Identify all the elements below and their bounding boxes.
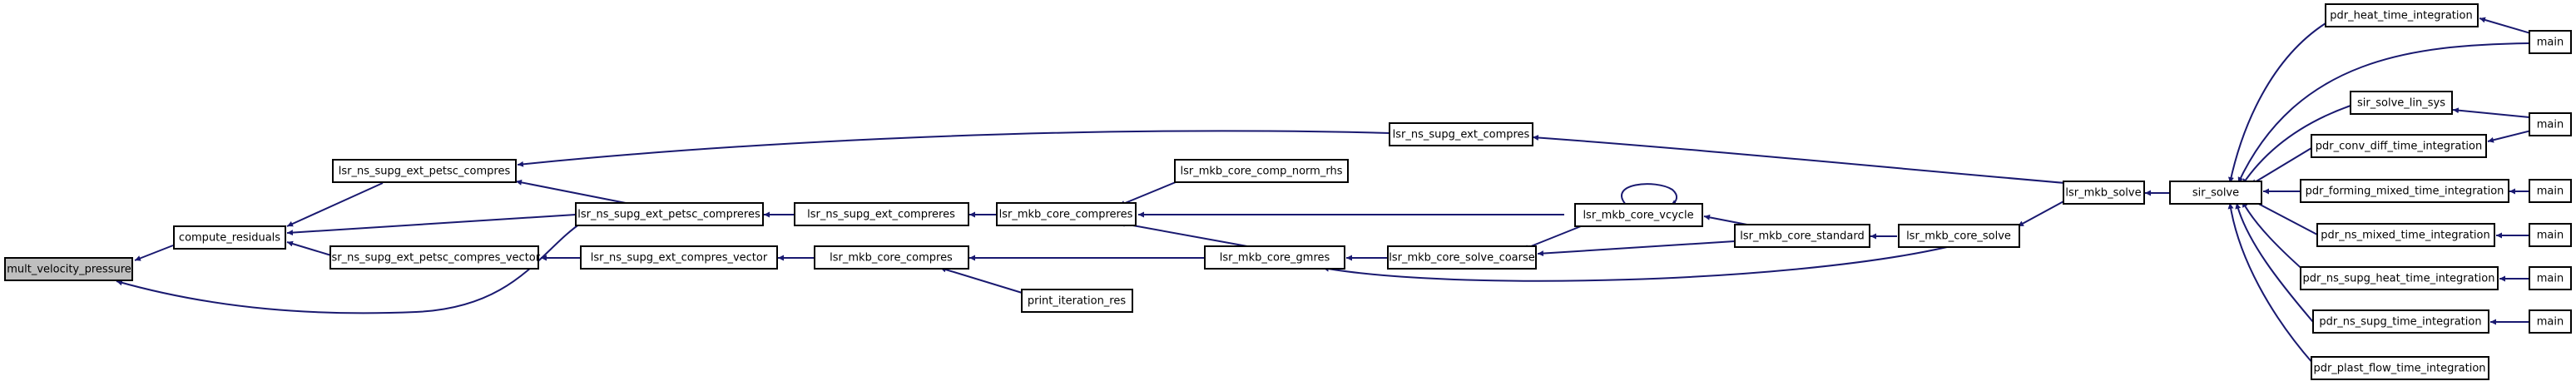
node-label: lsr_ns_supg_ext_compres (1393, 129, 1530, 141)
node-lsr-ns-supg-ext-compres-vector[interactable]: lsr_ns_supg_ext_compres_vector (580, 245, 778, 270)
edge-petsc-compreres-to-compute-residuals (286, 214, 577, 236)
node-lsr-mkb-core-compres[interactable]: lsr_mkb_core_compres (814, 245, 969, 270)
edge-gmres-to-mkb-core-compreres (1118, 220, 1257, 249)
node-label: sir_solve_lin_sys (2357, 97, 2445, 110)
node-label: main (2537, 119, 2564, 131)
node-sir-solve[interactable]: sir_solve (2169, 181, 2262, 205)
node-label: pdr_plast_flow_time_integration (2313, 363, 2485, 375)
node-pdr-ns-supg-time-integration[interactable]: pdr_ns_supg_time_integration (2312, 309, 2489, 334)
node-main-5[interactable]: main (2529, 266, 2572, 290)
node-lsr-ns-supg-ext-petsc-compres[interactable]: lsr_ns_supg_ext_petsc_compres (332, 159, 517, 183)
node-label: lsr_ns_supg_ext_petsc_compres (339, 166, 511, 178)
node-label: lsr_mkb_core_comp_norm_rhs (1181, 166, 1343, 178)
edges (116, 17, 2543, 364)
node-label: lsr_mkb_solve (2065, 187, 2141, 200)
node-lsr-ns-supg-ext-compres[interactable]: lsr_ns_supg_ext_compres (1389, 122, 1533, 146)
node-print-iteration-res[interactable]: print_iteration_res (1021, 289, 1133, 313)
edge-plast-flow-to-sir-solve (2227, 202, 2314, 364)
edge-conv-diff-to-sir-solve (2250, 147, 2312, 186)
node-sir-solve-lin-sys[interactable]: sir_solve_lin_sys (2350, 91, 2453, 115)
node-label: lsr_mkb_core_compreres (999, 209, 1133, 221)
node-lsr-mkb-core-vcycle[interactable]: lsr_mkb_core_vcycle (1574, 203, 1703, 227)
node-label: pdr_ns_supg_time_integration (2319, 316, 2481, 329)
node-lsr-mkb-core-standard[interactable]: lsr_mkb_core_standard (1734, 224, 1870, 248)
node-lsr-mkb-core-solve[interactable]: lsr_mkb_core_solve (1898, 224, 2020, 248)
edge-petsc-compreres-to-petsc-compres (515, 179, 627, 204)
node-label: main (2537, 230, 2564, 242)
node-label: pdr_ns_mixed_time_integration (2321, 230, 2489, 242)
node-main-1[interactable]: main (2529, 30, 2572, 54)
node-label: pdr_ns_supg_heat_time_integration (2303, 273, 2495, 285)
nodes: mult_velocity_pressure compute_residuals… (4, 3, 2572, 380)
node-label: sir_solve (2192, 187, 2239, 200)
node-label: print_iteration_res (1028, 295, 1127, 308)
node-lsr-ns-supg-ext-compreres[interactable]: lsr_ns_supg_ext_compreres (794, 202, 969, 226)
edge-vcycle-self-loop (1621, 183, 1677, 206)
node-label: lsr_ns_supg_ext_compreres (807, 209, 955, 221)
node-main-6[interactable]: main (2529, 309, 2572, 334)
node-label: lsr_ns_supg_ext_petsc_compreres (577, 209, 760, 221)
node-main-3[interactable]: main (2529, 179, 2572, 203)
node-lsr-mkb-core-gmres[interactable]: lsr_mkb_core_gmres (1204, 245, 1345, 270)
node-label: mult_velocity_pressure (7, 264, 131, 276)
node-lsr-ns-supg-ext-petsc-compres-vector[interactable]: lsr_ns_supg_ext_petsc_compres_vector (329, 245, 541, 270)
node-lsr-mkb-solve[interactable]: lsr_mkb_solve (2063, 181, 2145, 205)
node-main-4[interactable]: main (2529, 223, 2572, 247)
node-lsr-mkb-core-comp-norm-rhs[interactable]: lsr_mkb_core_comp_norm_rhs (1174, 159, 1349, 183)
node-label: lsr_ns_supg_ext_compres_vector (591, 252, 768, 265)
node-pdr-conv-diff-time-integration[interactable]: pdr_conv_diff_time_integration (2311, 134, 2487, 158)
node-label: pdr_forming_mixed_time_integration (2306, 186, 2504, 198)
edge-compute-residuals-to-mult-velocity-pressure (134, 245, 174, 261)
edge-mkb-core-solve-to-gmres (1322, 246, 1948, 282)
node-label: lsr_mkb_core_compres (830, 252, 953, 265)
node-label: pdr_heat_time_integration (2330, 10, 2472, 22)
edge-ext-compres-to-petsc-compres (517, 130, 1390, 167)
node-pdr-ns-supg-heat-time-integration[interactable]: pdr_ns_supg_heat_time_integration (2300, 266, 2499, 290)
node-label: pdr_conv_diff_time_integration (2316, 141, 2482, 153)
node-lsr-ns-supg-ext-petsc-compreres[interactable]: lsr_ns_supg_ext_petsc_compreres (575, 202, 764, 226)
edge-standard-to-solve-coarse (1537, 240, 1736, 257)
edge-petsc-compres-to-compute-residuals (286, 182, 384, 227)
node-pdr-heat-time-integration[interactable]: pdr_heat_time_integration (2325, 3, 2479, 27)
edge-ns-supg-to-sir-solve (2235, 202, 2314, 323)
node-label: lsr_mkb_core_solve (1906, 230, 2011, 243)
edge-lin-sys-to-sir-solve (2242, 105, 2351, 186)
edge-pdr-heat-to-sir-solve (2228, 22, 2326, 184)
edge-mkb-solve-to-ext-compres (1532, 135, 2085, 186)
node-pdr-plast-flow-time-integration[interactable]: pdr_plast_flow_time_integration (2311, 356, 2489, 380)
node-label: compute_residuals (179, 232, 280, 245)
node-compute-residuals[interactable]: compute_residuals (173, 225, 286, 250)
node-label: main (2537, 186, 2564, 198)
node-label: main (2537, 273, 2564, 285)
node-mult-velocity-pressure[interactable]: mult_velocity_pressure (4, 257, 133, 281)
node-lsr-mkb-core-compreres[interactable]: lsr_mkb_core_compreres (996, 202, 1137, 226)
node-label: main (2537, 316, 2564, 329)
node-label: lsr_mkb_core_vcycle (1583, 210, 1693, 222)
edge-main2-to-lin-sys (2452, 107, 2539, 119)
node-pdr-forming-mixed-time-integration[interactable]: pdr_forming_mixed_time_integration (2300, 179, 2509, 203)
edge-ns-mixed-to-sir-solve (2250, 199, 2318, 235)
node-main-2[interactable]: main (2529, 112, 2572, 136)
node-pdr-ns-mixed-time-integration[interactable]: pdr_ns_mixed_time_integration (2316, 223, 2495, 247)
node-label: main (2537, 37, 2564, 49)
node-label: lsr_ns_supg_ext_petsc_compres_vector (329, 252, 541, 265)
node-lsr-mkb-core-solve-coarse[interactable]: lsr_mkb_core_solve_coarse (1387, 245, 1537, 270)
node-label: lsr_mkb_core_solve_coarse (1389, 252, 1535, 265)
edge-main1-to-sir-solve (2237, 42, 2530, 184)
node-label: lsr_mkb_core_standard (1740, 230, 1865, 243)
node-label: lsr_mkb_core_gmres (1220, 252, 1330, 265)
edge-petsc-compres-vector-to-compute-residuals (286, 240, 332, 256)
